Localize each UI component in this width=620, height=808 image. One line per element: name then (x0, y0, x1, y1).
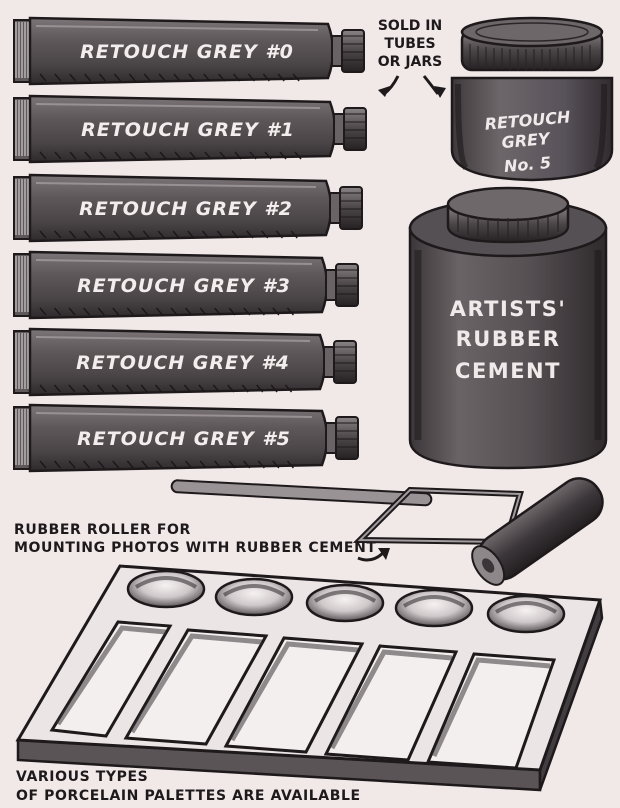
can-body (408, 226, 608, 470)
roller-caption-line-1: RUBBER ROLLER FOR (14, 522, 191, 538)
jar-lid-knurl (469, 44, 591, 71)
can-cap-top (446, 186, 570, 222)
tube-label: RETOUCH GREY #0 (80, 41, 294, 63)
roller-handle (170, 479, 433, 507)
tube-cap (335, 263, 359, 307)
rect-well (123, 628, 269, 746)
roller-cylinder (471, 477, 604, 586)
tube-3: RETOUCH GREY #3 (13, 250, 359, 320)
arrow-head-right-icon (434, 86, 446, 98)
tube-5: RETOUCH GREY #5 (13, 403, 359, 473)
palette-caption-line-2: OF PORCELAIN PALETTES ARE AVAILABLE (16, 788, 361, 804)
tube-cap (341, 29, 365, 73)
roller-caption-line-2: MOUNTING PHOTOS WITH RUBBER CEMENT (14, 540, 377, 556)
tube-label: RETOUCH GREY #5 (77, 428, 291, 450)
tube-4: RETOUCH GREY #4 (13, 327, 357, 397)
rubber-cement-can: ARTISTS' RUBBER CEMENT (408, 186, 608, 470)
sold-in-note: SOLD IN TUBES OR JARS (378, 18, 446, 98)
tube-1: RETOUCH GREY #1 (13, 94, 367, 164)
palette-caption-line-1: VARIOUS TYPES (16, 769, 148, 785)
sold-note-line-3: OR JARS (378, 54, 442, 70)
can-label-line-2: RUBBER (456, 327, 561, 351)
arrow-head-left-icon (378, 86, 390, 97)
jar-lid-top (460, 16, 604, 48)
tube-0: RETOUCH GREY #0 (13, 16, 365, 86)
tube-cap (343, 107, 367, 151)
arrow-right-icon (422, 75, 440, 95)
tube-cap (333, 340, 357, 384)
tube-label: RETOUCH GREY #2 (79, 198, 293, 220)
tube-label: RETOUCH GREY #1 (81, 119, 295, 141)
tube-2: RETOUCH GREY #2 (13, 173, 363, 243)
paint-tubes-stack: RETOUCH GREY #0 RETOUCH GREY #1 RETOUCH GR… (13, 16, 367, 473)
jar-body (450, 76, 614, 182)
tube-label: RETOUCH GREY #4 (76, 352, 290, 374)
round-wells (126, 569, 566, 634)
tube-cap (339, 186, 363, 230)
rect-well (49, 620, 173, 738)
rect-well (323, 644, 459, 762)
palette-caption: VARIOUS TYPES OF PORCELAIN PALETTES ARE … (16, 769, 361, 804)
can-cap-knurl (457, 214, 559, 239)
sold-note-line-2: TUBES (384, 36, 435, 52)
porcelain-palette (15, 564, 604, 792)
jar-label-line-2: GREY (501, 129, 552, 152)
rect-well (425, 652, 557, 770)
rect-well (223, 636, 365, 754)
can-label-line-1: ARTISTS' (450, 297, 567, 321)
retouch-grey-jar: RETOUCH GREY No. 5 (450, 16, 614, 182)
tube-cap (335, 416, 359, 460)
jar-label-line-3: No. 5 (503, 153, 552, 176)
rectangular-wells (49, 620, 557, 770)
tube-label: RETOUCH GREY #3 (77, 275, 291, 297)
rubber-roller (170, 477, 604, 586)
can-label-line-3: CEMENT (455, 359, 561, 383)
roller-caption: RUBBER ROLLER FOR MOUNTING PHOTOS WITH R… (14, 522, 390, 562)
sold-note-line-1: SOLD IN (378, 18, 442, 34)
